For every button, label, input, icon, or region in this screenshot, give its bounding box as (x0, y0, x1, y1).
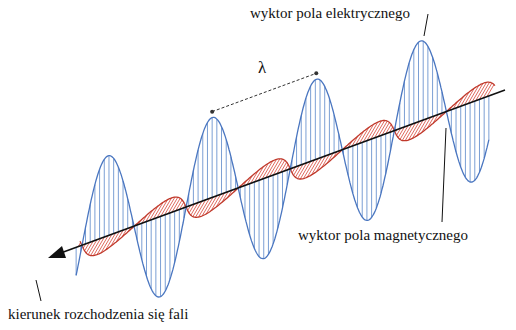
hatch-line (484, 98, 485, 159)
hatch-line (118, 167, 119, 232)
leader-line (424, 14, 428, 36)
wavelength-marker (212, 73, 316, 111)
hatch-line (90, 204, 91, 242)
hatch-line (371, 139, 372, 217)
hatch-line (423, 41, 424, 120)
hatch-line (352, 146, 353, 194)
hatch-line (104, 159, 105, 237)
hatch-line (380, 136, 381, 194)
wavelength-dot (210, 110, 214, 114)
hatch-line (301, 115, 302, 164)
hatch-line (174, 211, 175, 262)
hatch-line (221, 127, 222, 195)
hatch-line (362, 142, 363, 217)
hatch-line (263, 179, 264, 259)
hatch-line (376, 137, 377, 208)
hatch-line (366, 141, 367, 221)
hatch-line (141, 224, 142, 260)
hatch-line (479, 99, 480, 172)
hatch-line (329, 98, 330, 154)
hatch-line (169, 213, 170, 279)
hatch-line (254, 182, 255, 248)
hatch-line (305, 98, 306, 163)
hatch-line (277, 173, 278, 228)
hatch-line (409, 63, 410, 125)
hatch-line (216, 119, 217, 196)
hatch-line (385, 134, 386, 174)
hatch-line (488, 96, 489, 140)
hatch-line (165, 215, 166, 291)
hatch-line (310, 86, 311, 161)
hatch-line (160, 217, 161, 297)
hatch-line (179, 210, 180, 242)
leader-line (36, 280, 41, 301)
hatch-line (198, 150, 199, 203)
hatch-line (268, 177, 269, 254)
hatch-line (320, 80, 321, 158)
hatch-line (427, 46, 428, 118)
hatch-line (334, 115, 335, 153)
hatch-line (249, 184, 250, 235)
hatch-line (465, 104, 466, 177)
hatch-line (127, 199, 128, 229)
hatch-line (470, 103, 471, 182)
hatch-line (273, 175, 274, 244)
axis-arrowhead (48, 246, 66, 258)
hatch-line (99, 169, 100, 239)
hatch-line (460, 106, 461, 167)
electric-wave (76, 41, 489, 297)
hatch-line (146, 222, 147, 277)
hatch-line (123, 181, 124, 230)
propagation-axis (58, 90, 505, 254)
wavelength-dot (314, 71, 318, 75)
hatch-line (259, 180, 260, 256)
hatch-line (244, 186, 245, 218)
field-label: wyktor pola magnetycznego (296, 226, 470, 244)
magnetic-wave (80, 82, 495, 255)
leader-line (442, 128, 446, 222)
hatch-line (282, 172, 283, 208)
hatch-line (404, 81, 405, 127)
hatch-line (418, 42, 419, 121)
hatch-line (113, 158, 114, 233)
hatch-line (437, 73, 438, 115)
hatch-line (432, 57, 433, 116)
hatch-line (226, 140, 227, 193)
direction-label: kierunek rozchodzenia się fali (6, 305, 190, 323)
hatch-line (94, 185, 95, 241)
hatch-line (413, 50, 414, 124)
hatch-line (212, 118, 213, 198)
field-label: wyktor pola elektrycznego (248, 4, 412, 22)
hatch-line (202, 134, 203, 202)
hatch-line (324, 86, 325, 156)
hatch-line (315, 80, 316, 160)
hatch-line (108, 156, 109, 236)
hatch-line (151, 220, 152, 289)
electric-hatch (76, 41, 489, 296)
wavelength-symbol: λ (256, 58, 268, 78)
hatch-line (357, 144, 358, 208)
hatch-line (456, 108, 457, 152)
hatch-line (155, 218, 156, 295)
magnetic-hatch (78, 82, 494, 255)
hatch-line (230, 157, 231, 191)
hatch-line (193, 171, 194, 205)
hatch-line (474, 101, 475, 180)
hatch-line (207, 123, 208, 200)
